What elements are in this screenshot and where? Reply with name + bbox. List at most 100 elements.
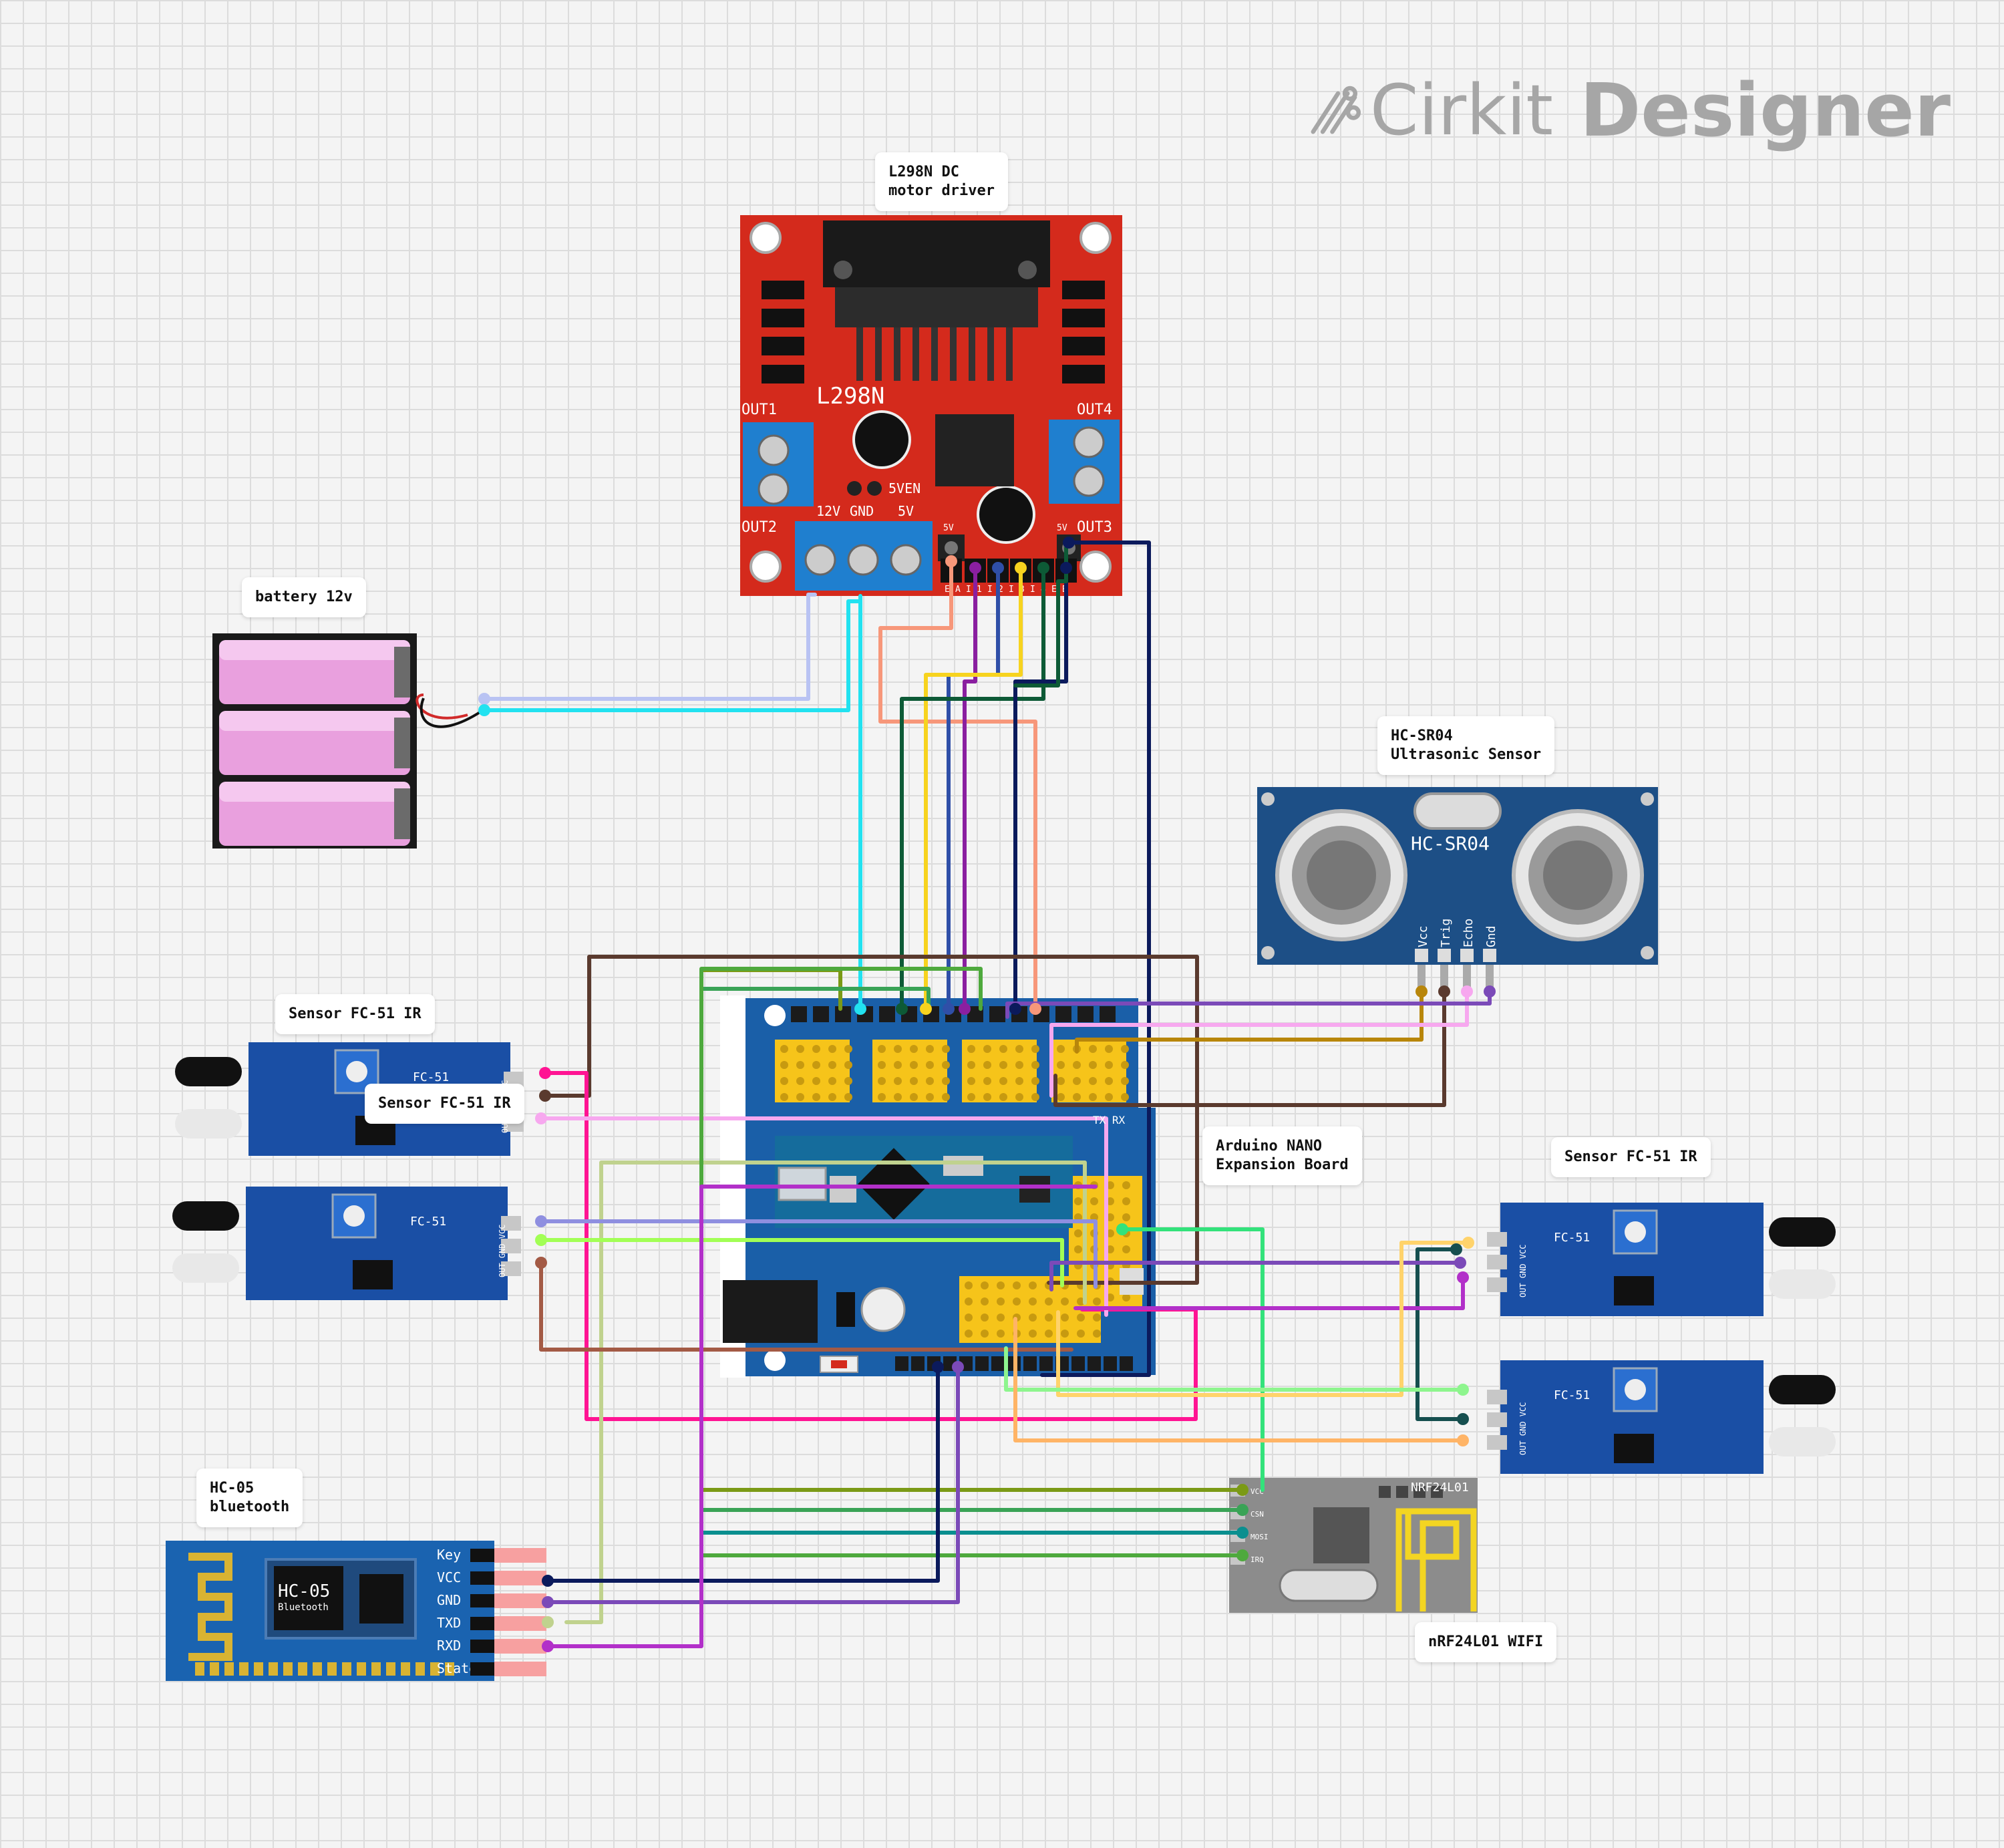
pot-knob: [343, 1205, 365, 1227]
wire-endpoint-salmon[interactable]: [1029, 1003, 1041, 1015]
hc-05-pin-state[interactable]: [494, 1662, 546, 1676]
label-hc-sr04-line2: Ultrasonic Sensor: [1391, 746, 1542, 763]
wire-endpoint-orchid[interactable]: [1457, 1271, 1469, 1283]
nano-header-pin[interactable]: [911, 1356, 925, 1371]
hc-05-pin-rxd[interactable]: [494, 1639, 546, 1654]
wire-endpoint-navy[interactable]: [542, 1575, 554, 1587]
usb-port[interactable]: [778, 1167, 827, 1201]
ir-pin[interactable]: [504, 1072, 524, 1086]
wire-endpoint-green[interactable]: [1236, 1504, 1248, 1516]
header-hole: [1031, 1093, 1039, 1101]
l298n-motor-driver[interactable]: L298N 5VEN OUT1 OUT2 OUT4 OUT3 12V: [740, 215, 1122, 596]
hc-05-pin-txd[interactable]: [494, 1616, 546, 1631]
wire-endpoint-blue[interactable]: [943, 1003, 955, 1015]
ir-pin[interactable]: [1487, 1255, 1507, 1269]
wire-endpoint-violet[interactable]: [542, 1596, 554, 1608]
nano-gvs-headers[interactable]: [775, 1040, 1142, 1343]
nano-header-pin[interactable]: [791, 1006, 807, 1022]
nano-header-pin[interactable]: [1055, 1006, 1071, 1022]
wire-endpoint-olive[interactable]: [1236, 1484, 1248, 1496]
nano-header-pin[interactable]: [1039, 1356, 1053, 1371]
l298n-out4-text: OUT4: [1077, 402, 1112, 418]
battery-12v[interactable]: [212, 633, 482, 849]
wire-endpoint-lime[interactable]: [535, 1234, 547, 1246]
ir-pin[interactable]: [1487, 1390, 1507, 1404]
hc-05-pin-gnd[interactable]: [494, 1593, 546, 1608]
wire-endpoint-violet[interactable]: [1484, 985, 1496, 997]
ir-pin[interactable]: [1487, 1232, 1507, 1247]
wire-endpoint-purple[interactable]: [969, 562, 981, 574]
nano-header-pin[interactable]: [1104, 1356, 1117, 1371]
nano-header-pin[interactable]: [1071, 1356, 1085, 1371]
l298n-power-terminal[interactable]: [795, 521, 933, 591]
nano-header-pin[interactable]: [1077, 1006, 1094, 1022]
nano-header-pin[interactable]: [1100, 1006, 1116, 1022]
wire-endpoint-salmon[interactable]: [945, 555, 957, 567]
l298n-out1-out2-terminal[interactable]: [743, 422, 814, 506]
nano-header-pin[interactable]: [989, 1006, 1005, 1022]
nano-header-pin[interactable]: [813, 1006, 829, 1022]
wire-endpoint-navy[interactable]: [1060, 562, 1072, 574]
ir-pin[interactable]: [501, 1239, 521, 1253]
nano-header-pin[interactable]: [1088, 1356, 1101, 1371]
wire-endpoint-brown[interactable]: [539, 1090, 551, 1102]
wire-endpoint-pink[interactable]: [535, 1112, 547, 1124]
wire-endpoint-magenta[interactable]: [539, 1067, 551, 1079]
nano-header-pin[interactable]: [835, 1006, 851, 1022]
wire-endpoint-rust[interactable]: [535, 1257, 547, 1269]
dc-barrel-jack[interactable]: [723, 1280, 818, 1343]
hc-sr04-ultrasonic-sensor[interactable]: HC-SR04 Vcc Trig Echo Gnd: [1257, 787, 1658, 991]
wire-endpoint-teal_dark[interactable]: [1457, 1413, 1469, 1425]
wire-endpoint-pink[interactable]: [1461, 985, 1473, 997]
wire-endpoint-mint[interactable]: [1116, 1223, 1128, 1235]
hc-05-pin-vcc[interactable]: [494, 1571, 546, 1585]
wire-endpoint-grass[interactable]: [1236, 1549, 1248, 1561]
wire-endpoint-blue[interactable]: [992, 562, 1004, 574]
nano-header-pin[interactable]: [1023, 1356, 1037, 1371]
wire-endpoint-orchid[interactable]: [542, 1640, 554, 1652]
wire-endpoint-cyan[interactable]: [478, 704, 490, 716]
wire-endpoint-teal[interactable]: [1236, 1527, 1248, 1539]
wire-endpoint-dark_green[interactable]: [1037, 562, 1049, 574]
nano-header-pin[interactable]: [975, 1356, 989, 1371]
ir-pin[interactable]: [1487, 1412, 1507, 1427]
wire-endpoint-teal_dark[interactable]: [1450, 1243, 1462, 1255]
wire-endpoint-navy[interactable]: [932, 1361, 944, 1373]
ir-pin[interactable]: [1487, 1435, 1507, 1450]
wire-endpoint-pale_green[interactable]: [1457, 1384, 1469, 1396]
ir-pin[interactable]: [501, 1216, 521, 1231]
wire-endpoint-brown[interactable]: [1438, 985, 1450, 997]
ir-pin[interactable]: [1487, 1277, 1507, 1292]
wire-endpoint-violet[interactable]: [952, 1361, 964, 1373]
wire-endpoint-cyan[interactable]: [854, 1003, 866, 1015]
ir-pin[interactable]: [501, 1261, 521, 1276]
wire-endpoint-butter[interactable]: [1462, 1237, 1474, 1249]
wire-endpoint-gold[interactable]: [1415, 985, 1428, 997]
hc-05-pin-key[interactable]: [494, 1548, 546, 1563]
wire-endpoint-purple[interactable]: [959, 1003, 971, 1015]
wire-endpoint-periwinkle[interactable]: [535, 1215, 547, 1227]
l298n-out3-out4-terminal[interactable]: [1049, 420, 1120, 504]
nano-header-pin[interactable]: [991, 1356, 1005, 1371]
hc-sr04-pin-vcc-label: Vcc: [1416, 925, 1430, 947]
wire-endpoint-lavender[interactable]: [478, 693, 490, 705]
wire-endpoint-dark_green[interactable]: [896, 1003, 908, 1015]
wire-endpoint-sage[interactable]: [542, 1616, 554, 1628]
wire-endpoint-violet[interactable]: [1454, 1257, 1466, 1269]
wire-endpoint-navy[interactable]: [1063, 536, 1075, 549]
wire-endpoint-apricot[interactable]: [1457, 1434, 1469, 1446]
nano-header-pin[interactable]: [879, 1006, 895, 1022]
header-hole: [1015, 1093, 1023, 1101]
wire-endpoint-yellow[interactable]: [920, 1003, 932, 1015]
wire-endpoint-navy[interactable]: [1009, 1003, 1021, 1015]
l298n-pin-row-label: E: [945, 585, 950, 595]
nano-header-pin[interactable]: [895, 1356, 908, 1371]
nano-header-pin[interactable]: [1120, 1356, 1133, 1371]
wire-endpoint-yellow[interactable]: [1015, 562, 1027, 574]
